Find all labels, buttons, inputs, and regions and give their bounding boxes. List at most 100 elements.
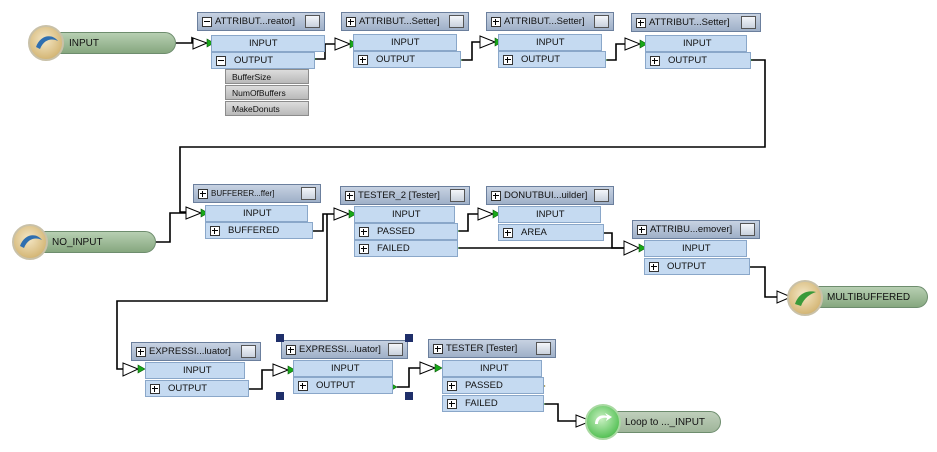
node-toggle-button[interactable] [449,15,464,28]
output-port-failed[interactable]: FAILED [442,395,544,412]
collapse-icon[interactable] [202,16,212,27]
node-toggle-button[interactable] [305,15,320,28]
input-port[interactable]: INPUT [442,360,542,377]
expand-icon[interactable] [503,54,513,65]
input-port[interactable]: INPUT [498,206,601,223]
port-label: INPUT [331,363,360,374]
input-port[interactable]: INPUT [645,35,747,52]
node-toggle-button[interactable] [241,345,256,358]
expand-icon[interactable] [136,346,146,357]
transformer-title: DONUTBUI...uilder] [504,190,588,201]
input-port[interactable]: INPUT [498,34,602,51]
expand-icon[interactable] [491,16,501,27]
attribute-label: NumOfBuffers [232,87,286,98]
selection-handle[interactable] [276,334,284,342]
output-port[interactable]: OUTPUT [645,52,751,69]
output-port[interactable]: OUTPUT [353,51,461,68]
port-label: PASSED [465,380,503,391]
port-label: OUTPUT [234,55,274,66]
expand-icon[interactable] [358,54,368,65]
expand-icon[interactable] [286,344,296,355]
port-label: AREA [521,227,547,238]
reader-label: NO_INPUT [52,236,103,248]
port-label: INPUT [683,38,712,49]
attribute-item[interactable]: MakeDonuts [225,101,309,116]
port-label: INPUT [480,363,509,374]
node-toggle-button[interactable] [388,343,403,356]
reader-label: INPUT [69,37,99,49]
expand-icon[interactable] [210,225,220,236]
input-port[interactable]: INPUT [353,34,457,51]
loop-label: Loop to ..._INPUT [625,416,706,428]
collapse-icon[interactable] [216,55,226,66]
node-toggle-button[interactable] [594,189,609,202]
port-label: INPUT [536,37,565,48]
expand-icon[interactable] [150,383,160,394]
node-toggle-button[interactable] [740,223,755,236]
expand-icon[interactable] [649,261,659,272]
transformer-title: EXPRESSI...luator] [299,344,381,355]
expand-icon[interactable] [491,190,501,201]
expand-icon[interactable] [433,343,443,354]
expand-icon[interactable] [359,226,369,237]
reader-input[interactable]: INPUT [40,32,176,54]
output-port-failed[interactable]: FAILED [354,240,458,257]
output-port[interactable]: BUFFERED [205,222,313,239]
expand-icon[interactable] [298,380,308,391]
expand-icon[interactable] [637,224,647,235]
output-port[interactable]: OUTPUT [498,51,606,68]
port-label: FAILED [465,398,498,409]
port-label: OUTPUT [316,380,356,391]
selection-handle[interactable] [405,334,413,342]
port-label: OUTPUT [168,383,208,394]
node-toggle-button[interactable] [741,16,756,29]
port-label: INPUT [243,208,272,219]
input-port[interactable]: INPUT [293,360,393,377]
output-port[interactable]: OUTPUT [211,52,315,69]
output-port-passed[interactable]: PASSED [442,377,544,394]
input-port[interactable]: INPUT [145,362,245,379]
port-label: OUTPUT [668,55,708,66]
loop-link[interactable]: Loop to ..._INPUT [598,411,721,433]
output-port-passed[interactable]: PASSED [354,223,458,240]
transformer-title: TESTER_2 [Tester] [358,190,440,201]
expand-icon[interactable] [346,16,356,27]
transformer-title: ATTRIBUT...Setter] [359,16,440,27]
output-port[interactable]: OUTPUT [145,380,249,397]
expand-icon[interactable] [359,243,369,254]
port-label: INPUT [391,37,420,48]
input-port[interactable]: INPUT [211,35,325,52]
port-label: OUTPUT [376,54,416,65]
port-label: INPUT [249,38,278,49]
expand-icon[interactable] [447,380,457,391]
input-port[interactable]: INPUT [205,205,308,222]
input-port[interactable]: INPUT [354,206,455,223]
node-toggle-button[interactable] [301,187,316,200]
expand-icon[interactable] [636,17,646,28]
port-label: INPUT [682,243,711,254]
selection-handle[interactable] [405,392,413,400]
expand-icon[interactable] [447,398,457,409]
selection-handle[interactable] [276,392,284,400]
reader-icon [12,224,48,260]
port-label: OUTPUT [667,261,707,272]
attribute-item[interactable]: BufferSize [225,69,309,84]
attribute-item[interactable]: NumOfBuffers [225,85,309,100]
node-toggle-button[interactable] [450,189,465,202]
expand-icon[interactable] [503,227,513,238]
expand-icon[interactable] [345,190,355,201]
node-toggle-button[interactable] [594,15,609,28]
input-port[interactable]: INPUT [644,240,747,257]
expand-icon[interactable] [650,55,660,66]
node-toggle-button[interactable] [536,342,551,355]
expand-icon[interactable] [198,188,208,199]
transformer-title: BUFFERER...ffer] [211,189,275,198]
output-port[interactable]: OUTPUT [644,258,750,275]
transformer-title: ATTRIBUT...Setter] [504,16,585,27]
port-label: BUFFERED [228,225,280,236]
port-label: OUTPUT [521,54,561,65]
output-port[interactable]: AREA [498,224,604,241]
output-port[interactable]: OUTPUT [293,377,393,394]
